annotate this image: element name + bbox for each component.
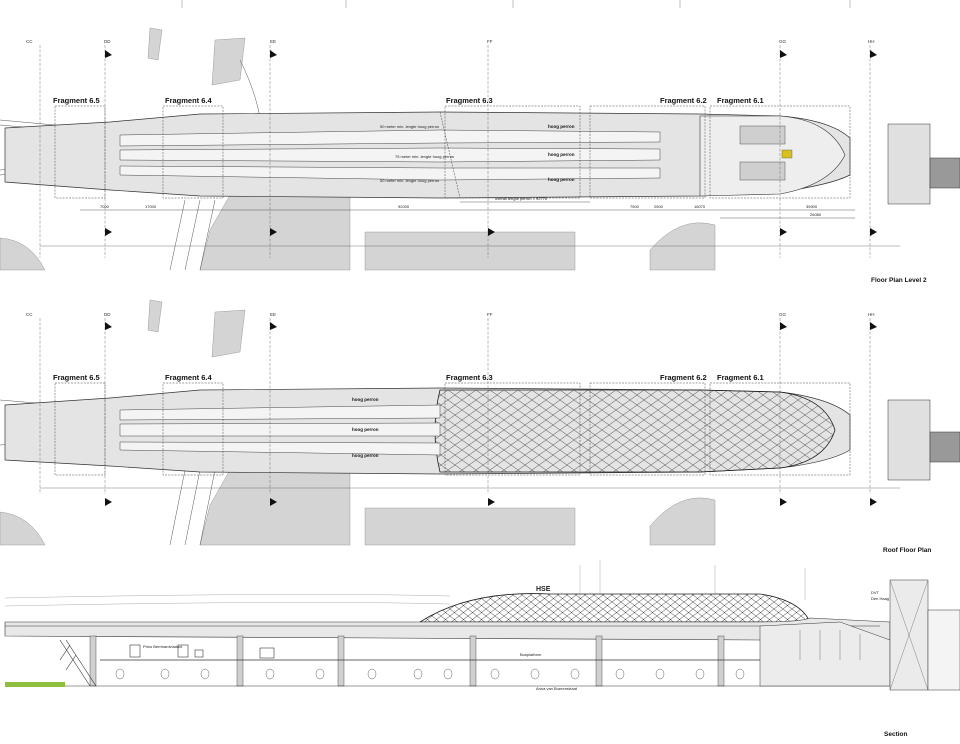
dimension-value: 7500 [630,204,640,209]
perron-label: hoog perron [548,152,575,157]
station-head-level2 [699,115,846,197]
section-title: Section [884,731,908,738]
lattice-roof [434,389,836,473]
section-label-busplatform: Busplatform [520,652,542,657]
section-label-street: Anna van Buerenstraat [536,686,578,691]
green-strip [5,682,65,687]
grid-label: EE [270,39,276,44]
section-label-dvt: DVT [871,590,880,595]
sheet-top-ticks [181,0,851,8]
dimension-value: 2500 [654,204,664,209]
plan-title: Floor Plan Level 2 [871,277,927,284]
platform-islands-level2 [119,129,661,181]
section-label-hse: HSE [536,586,551,593]
platform-note: 50 meter min. lengte hoog perron [380,124,439,129]
grid-column-lines-level2 [39,45,871,258]
transition-band [439,111,461,199]
platform-note: 75 meter min. lengte hoog perron [395,154,454,159]
grid-label: FF [487,312,493,317]
grid-label: DD [104,39,111,44]
context-buildings [0,27,716,271]
section-label-tram: Prins Bernhardviaduct [143,644,183,649]
grid-label: FF [487,39,493,44]
section-marker-flags [105,50,877,236]
roof-islands [119,404,441,456]
fragment-label: Fragment 6.1 [717,373,764,382]
fragment-label: Fragment 6.1 [717,96,764,105]
dimension-value: 7000 [100,204,110,209]
terminal-tower [889,579,960,691]
fragment-label: Fragment 6.3 [446,96,493,105]
fragment-label: Fragment 6.5 [53,373,100,382]
fragment-label: Fragment 6.2 [660,373,707,382]
grid-label: DD [104,312,111,317]
grid-label: CC [26,312,33,317]
dimension-line-level2 [80,201,855,219]
grid-label: GG [779,39,787,44]
perron-label: hoog perron [548,124,575,129]
lower-vehicles [115,668,745,680]
terminal-glazing [799,630,861,660]
fragment-label: Fragment 6.4 [165,373,213,382]
support-columns [89,635,725,687]
perron-label: hoog perron [352,397,379,402]
perron-label: hoog perron [352,453,379,458]
context-buildings-roof [0,299,716,546]
grid-label: GG [779,312,787,317]
fragment-label: Fragment 6.2 [660,96,707,105]
section-drawing: HSE Prins Bernhardviaduct Busplatform An… [4,560,960,738]
section-marker-flags-roof [105,322,877,506]
dimension-value: 35900 [806,204,818,209]
dimension-value: 17000 [145,204,157,209]
fragment-frames-roof [54,382,851,476]
plan-title: Roof Floor Plan [883,547,931,554]
perron-label: hoog perron [548,177,575,182]
stairs [59,639,97,687]
grid-label: EE [270,312,276,317]
grid-label: HH [868,39,875,44]
grid-column-lines-roof [39,318,871,494]
fragment-label: Fragment 6.3 [446,373,493,382]
floor-plan-level-2: Fragment 6.5 Fragment 6.4 Fragment 6.3 F… [0,27,960,284]
terminal-building-level2 [887,123,960,205]
grid-label: HH [868,312,875,317]
fragment-label: Fragment 6.5 [53,96,100,105]
buses [129,644,275,659]
terminal-building-roof [887,399,960,481]
perron-label: hoog perron [352,427,379,432]
overall-note: overall lengte perron = 92770 [495,196,548,201]
section-lattice-roof [418,593,811,623]
dimension-value: 92000 [398,204,410,209]
dimension-value: 26080 [810,212,822,217]
platform-note: 50 meter min. lengte hoog perron [380,178,439,183]
section-label-den-haag: Den Haag [871,596,889,601]
dimension-value: 16070 [694,204,706,209]
catenary-lines [4,560,806,607]
roof-floor-plan: Fragment 6.5 Fragment 6.4 Fragment 6.3 F… [0,299,960,554]
fragment-label: Fragment 6.4 [165,96,213,105]
grid-label: CC [26,39,33,44]
